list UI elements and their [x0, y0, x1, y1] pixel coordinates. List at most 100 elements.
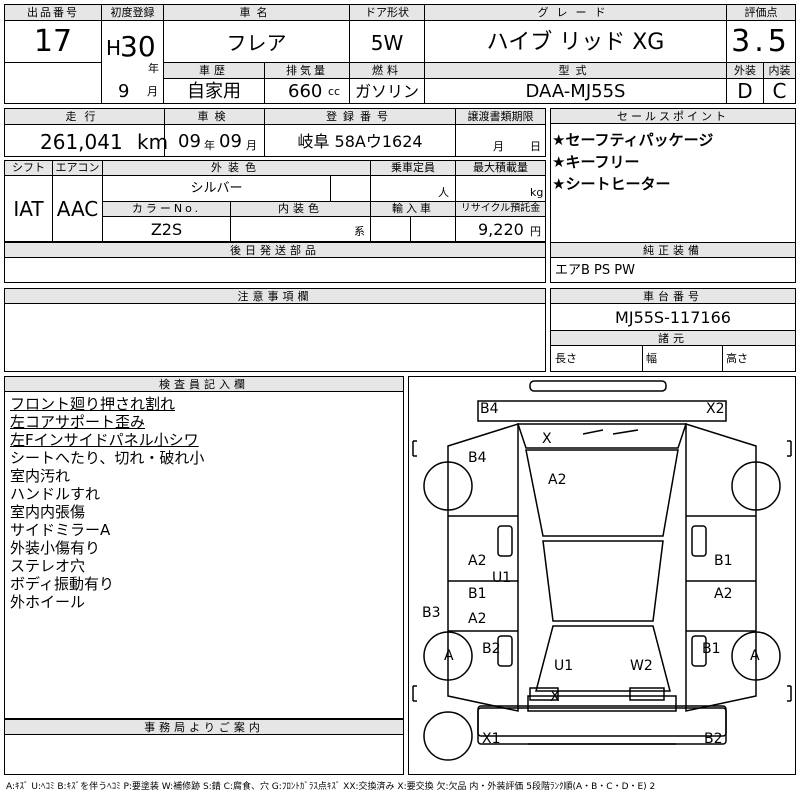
sales-point-1: ★セーフティパッケージ: [552, 131, 714, 149]
recycle-unit: 円: [530, 225, 541, 238]
inspection-year: 09: [178, 131, 201, 152]
displacement-unit: cc: [328, 85, 341, 98]
damage-mark: X2: [706, 401, 725, 417]
era: H: [106, 36, 122, 60]
plate-number: 岐阜 58Aウ1624: [297, 132, 423, 151]
chassis-number: MJ55S-117166: [615, 308, 731, 327]
damage-mark: A: [444, 648, 454, 664]
later-parts-label: 後日発送部品: [5, 243, 545, 258]
exterior-color: シルバー: [190, 181, 243, 196]
lot-number: 17: [33, 24, 73, 59]
damage-mark: W2: [630, 658, 653, 674]
inspector-line: 外装小傷有り: [10, 539, 101, 557]
grade-label: グレード: [425, 5, 726, 20]
first-reg-month: 9: [118, 81, 130, 102]
damage-mark: B3: [422, 605, 441, 621]
shift-label: シフト: [5, 161, 52, 175]
damage-mark: B1: [468, 586, 487, 602]
door-type: 5W: [370, 31, 404, 55]
grade: ハイブ リッド XG: [486, 30, 665, 55]
color-number: Z2S: [150, 220, 183, 239]
inspector-notes: フロント廻り押され割れ 左コアサポート歪み 左Fインサイドパネル小シワ シートへ…: [10, 395, 204, 611]
door-label: ドア形状: [350, 5, 424, 20]
interior-color-label: 内装色: [231, 202, 370, 216]
capacity-unit: 人: [438, 186, 449, 199]
fuel-label: 燃料: [350, 63, 424, 78]
recycle-fee: 9,220: [478, 220, 524, 239]
model-code: DAA-MJ55S: [525, 81, 626, 102]
inspector-line: 室内内張傷: [10, 503, 86, 521]
mileage-table: [4, 108, 546, 157]
damage-mark: B1: [714, 553, 733, 569]
damage-mark: X: [550, 689, 560, 705]
score-label: 評価点: [727, 5, 795, 20]
length-label: 長さ: [555, 352, 577, 365]
damage-mark: B2: [704, 731, 723, 747]
transfer-month-unit: 月: [493, 140, 504, 153]
legend: A:ｷｽﾞ U:ﾍｺﾐ B:ｷｽﾞを伴うﾍｺﾐ P:要塗装 W:補修跡 S:錆 …: [6, 782, 656, 792]
displacement-label: 排気量: [265, 63, 349, 78]
car-diagram-box: [408, 376, 796, 775]
genuine-equipment: エアB PS PW: [555, 263, 635, 278]
genuine-equipment-box: [550, 242, 796, 283]
damage-mark: U1: [554, 658, 573, 674]
lot-label: 出品番号: [5, 5, 101, 20]
later-parts-box: [4, 242, 546, 283]
damage-mark: A: [750, 648, 760, 664]
damage-mark: B4: [468, 450, 487, 466]
dims-label: 諸元: [551, 331, 795, 346]
score: 3.5: [731, 24, 791, 59]
car-name: フレア: [226, 31, 287, 55]
sales-point-3: ★シートヒーター: [552, 175, 671, 193]
inspector-line: フロント廻り押され割れ: [10, 395, 176, 413]
car-history: 自家用: [187, 81, 241, 102]
mileage: 261,041: [40, 130, 123, 154]
sales-point-2: ★キーフリー: [552, 153, 640, 171]
car-name-label: 車名: [164, 5, 349, 20]
inspector-line: ボディ振動有り: [10, 575, 114, 593]
shift: IAT: [13, 197, 44, 221]
damage-mark: B1: [702, 641, 721, 657]
inspection-year-unit: 年: [204, 139, 215, 152]
damage-mark: X: [542, 431, 552, 447]
damage-mark: B2: [482, 641, 501, 657]
inspection-month: 09: [219, 131, 242, 152]
ext-score: D: [737, 79, 753, 103]
import-label: 輸入車: [371, 202, 455, 216]
color-no-label: カラーNo.: [103, 202, 230, 216]
inspector-line: ハンドルすれ: [10, 485, 101, 503]
height-label: 高さ: [726, 352, 748, 365]
damage-mark: A2: [468, 553, 486, 569]
inspection-label: 車検: [165, 109, 264, 124]
recycle-label: リサイクル預託金: [456, 202, 545, 216]
year-unit: 年: [148, 62, 159, 75]
damage-mark: A2: [468, 611, 486, 627]
first-reg-label: 初度登録: [102, 5, 163, 20]
inspector-line: 左Fインサイドパネル小シワ: [10, 431, 199, 449]
fuel: ガソリン: [354, 82, 419, 101]
damage-mark: U1: [492, 570, 511, 586]
inspection-month-unit: 月: [246, 139, 257, 152]
int-label: 内装: [764, 63, 795, 78]
month-unit: 月: [147, 85, 158, 98]
model-label: 型式: [425, 63, 726, 78]
mileage-label: 走行: [5, 109, 164, 124]
notes-label: 注意事項欄: [5, 289, 545, 304]
inspector-line: サイドミラーA: [10, 521, 111, 539]
inspector-label: 検査員記入欄: [5, 377, 403, 392]
int-score: C: [772, 79, 787, 103]
damage-mark: A2: [714, 586, 732, 602]
air-conditioner: AAC: [56, 197, 99, 221]
ext-label: 外装: [727, 63, 763, 78]
inspector-box: [4, 376, 404, 719]
capacity-label: 乗車定員: [371, 161, 455, 175]
inspector-line: ステレオ穴: [10, 557, 86, 575]
sales-points-label: セールスポイント: [551, 109, 795, 124]
car-diagram: B4 X2 X B4 A2 A2 U1 B1 B1 A2 A2 B3 B2 A …: [412, 380, 792, 761]
inspector-line: 外ホイール: [10, 593, 86, 611]
first-reg-year: 30: [120, 30, 156, 63]
damage-mark: A2: [548, 472, 566, 488]
inspector-line: 室内汚れ: [10, 467, 71, 485]
chassis-label: 車台番号: [551, 289, 795, 304]
genuine-equipment-label: 純正装備: [551, 243, 795, 258]
